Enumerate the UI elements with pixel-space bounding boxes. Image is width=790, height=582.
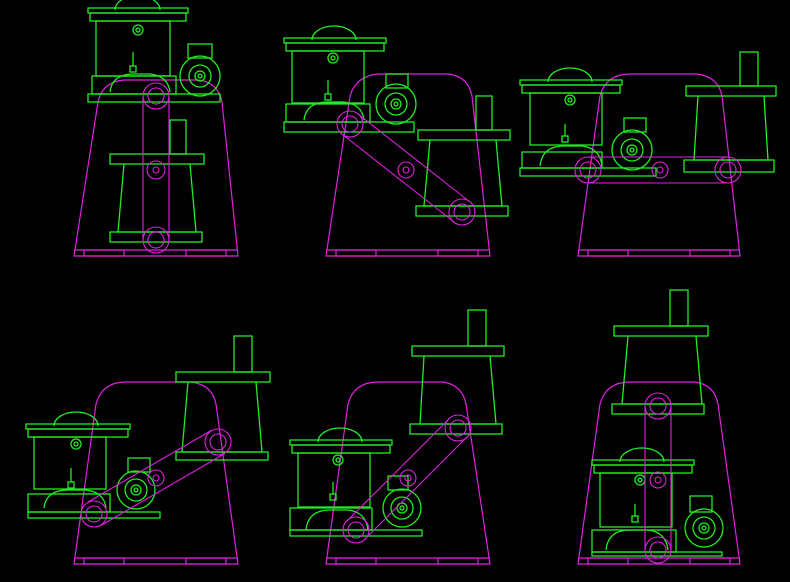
upper-worktable xyxy=(87,0,221,103)
belt-drive xyxy=(644,392,672,564)
upper-worktable xyxy=(289,427,423,537)
drive-motor xyxy=(382,475,422,528)
belt-drive xyxy=(336,110,476,226)
lower-worktable xyxy=(611,289,709,415)
machine-frame xyxy=(73,381,239,565)
belt-drive xyxy=(80,428,232,528)
drive-motor xyxy=(116,457,156,510)
machine-frame xyxy=(577,73,741,257)
layout-variant-4 xyxy=(25,335,271,565)
layout-variant-5 xyxy=(289,309,505,565)
drive-motor xyxy=(179,43,221,97)
layout-variant-1 xyxy=(73,0,239,257)
layout-variant-2 xyxy=(283,25,511,257)
machine-frame xyxy=(73,79,239,257)
drive-motor xyxy=(611,117,653,171)
upper-worktable xyxy=(519,67,657,177)
lower-worktable xyxy=(175,335,271,461)
machine-frame xyxy=(325,381,491,565)
belt-drive xyxy=(142,82,170,254)
lower-worktable xyxy=(415,95,511,217)
belt-drive xyxy=(574,156,742,184)
layout-variant-3 xyxy=(519,51,777,257)
drive-motor xyxy=(375,73,417,125)
layout-variant-6 xyxy=(577,289,741,565)
belt-drive xyxy=(342,414,472,544)
lower-worktable xyxy=(109,119,205,243)
lower-worktable xyxy=(409,309,505,435)
lower-worktable xyxy=(683,51,777,173)
drive-motor xyxy=(684,495,724,548)
upper-worktable xyxy=(25,411,161,519)
upper-worktable xyxy=(591,447,723,557)
machine-frame xyxy=(325,73,491,257)
